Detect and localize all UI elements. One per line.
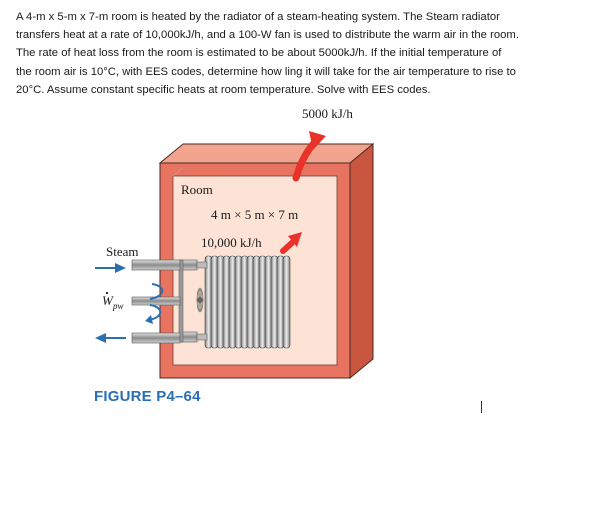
problem-line: transfers heat at a rate of 10,000kJ/h, …	[16, 29, 519, 42]
text-cursor	[481, 401, 482, 413]
fan-power-arrow	[145, 283, 164, 324]
problem-line: The rate of heat loss from the room is e…	[16, 47, 502, 60]
room-interior-edge	[172, 167, 184, 177]
steam-out-arrow	[95, 333, 126, 343]
steam-label: Steam	[106, 244, 139, 259]
figure-caption: FIGURE P4–64	[94, 388, 201, 405]
fan	[196, 287, 204, 313]
problem-line: the room air is 10°C, with EES codes, de…	[16, 65, 516, 78]
room-top-face	[158, 143, 375, 164]
fan-power-dot	[105, 291, 109, 295]
problem-line: A 4-m x 5-m x 7-m room is heated by the …	[16, 11, 500, 23]
room-dimensions-label: 4 m × 5 m × 7 m	[211, 207, 298, 222]
heat-loss-label: 5000 kJ/h	[302, 106, 353, 121]
fan-power-subscript: pw	[112, 301, 124, 311]
steam-in-arrow	[95, 263, 126, 273]
heat-loss-arrow	[292, 131, 326, 182]
room-side-face	[349, 142, 374, 380]
fan-power-label: W pw	[102, 291, 124, 311]
problem-line: 20°C. Assume constant specific heats at …	[16, 83, 431, 96]
radiator-rate-label: 10,000 kJ/h	[201, 235, 262, 250]
radiator-heat-arrow	[280, 232, 302, 254]
radiator-fins	[204, 255, 291, 349]
fan-power-symbol: W	[102, 293, 114, 308]
problem-statement: A 4-m x 5-m x 7-m room is heated by the …	[16, 8, 594, 99]
radiator	[178, 255, 291, 349]
room-label: Room	[181, 182, 213, 197]
